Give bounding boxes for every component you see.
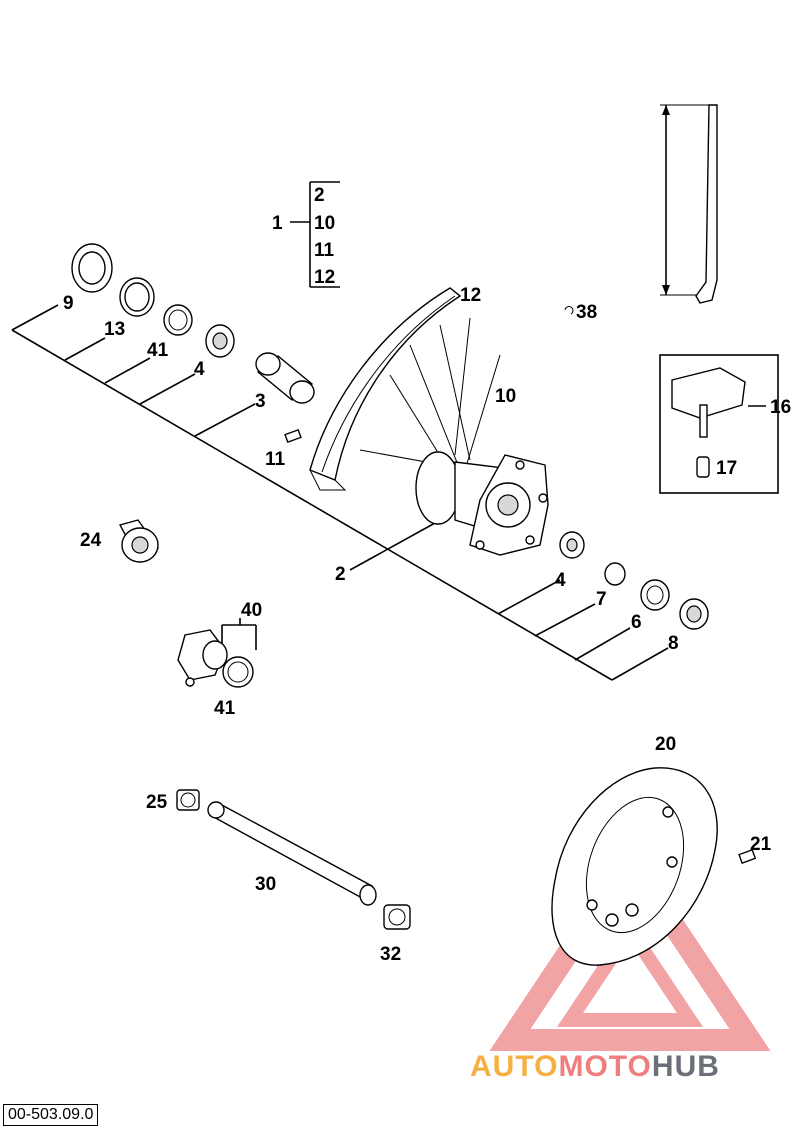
assembly-axis-line [11, 329, 613, 681]
label-group-12: 12 [314, 267, 335, 288]
label-11: 11 [265, 449, 286, 470]
rim-lock-16[interactable] [671, 367, 746, 438]
seal-6[interactable] [640, 579, 670, 611]
leader-lines [11, 104, 779, 681]
bearing-4-left[interactable] [205, 324, 235, 358]
label-7: 7 [596, 589, 607, 610]
label-41-bottom: 41 [214, 698, 236, 719]
spacer-sleeve-3[interactable] [255, 352, 315, 404]
label-group-2: 2 [314, 185, 325, 206]
label-12: 12 [460, 285, 481, 306]
seal-ring-9[interactable] [71, 243, 113, 293]
label-4-left: 4 [194, 359, 205, 380]
label-1: 1 [272, 213, 283, 234]
spoke-detail[interactable] [695, 104, 718, 304]
circlip-7[interactable] [604, 562, 626, 586]
label-9: 9 [63, 293, 74, 314]
label-group-11: 11 [314, 240, 335, 261]
axle-nut-32[interactable] [383, 904, 411, 930]
clip-38[interactable] [564, 306, 574, 315]
watermark-hub: HUB [651, 1050, 720, 1083]
hub-2[interactable] [415, 451, 549, 556]
bearing-4-right[interactable] [559, 531, 585, 559]
label-8: 8 [668, 633, 679, 654]
label-21: 21 [750, 834, 772, 855]
label-30: 30 [255, 874, 276, 895]
circlip-41-top[interactable] [163, 304, 193, 336]
watermark-auto: AUTO [470, 1050, 559, 1083]
label-10: 10 [495, 386, 516, 407]
label-3: 3 [255, 391, 266, 412]
watermark-text: AUTOMOTOHUB [470, 1050, 720, 1084]
label-20: 20 [655, 734, 676, 755]
circlip-41-bottom[interactable] [222, 656, 254, 688]
valve-cap-17[interactable] [696, 456, 710, 478]
callout-labels: 1 2 10 11 12 9 13 41 4 3 11 2 12 10 38 1… [63, 185, 791, 965]
bushing-24[interactable] [118, 519, 159, 564]
label-40: 40 [241, 600, 262, 621]
label-17: 17 [716, 458, 737, 479]
label-16: 16 [770, 397, 791, 418]
label-4-right: 4 [555, 570, 566, 591]
label-6: 6 [631, 612, 642, 633]
label-41-top: 41 [147, 340, 169, 361]
spoke-nipple-11[interactable] [284, 428, 302, 444]
disc-bolt-21[interactable] [738, 848, 757, 864]
nut-25[interactable] [176, 789, 200, 811]
label-group-10: 10 [314, 213, 335, 234]
label-32: 32 [380, 944, 401, 965]
speedo-drive-40[interactable] [177, 629, 228, 687]
label-24: 24 [80, 530, 102, 551]
axle-30[interactable] [207, 801, 377, 906]
bushing-8[interactable] [679, 598, 709, 630]
brake-disc-20[interactable] [551, 767, 718, 966]
label-38: 38 [576, 302, 597, 323]
label-2: 2 [335, 564, 346, 585]
o-ring-13[interactable] [119, 277, 155, 317]
rim-12[interactable] [309, 287, 462, 491]
document-id: 00-503.09.0 [3, 1104, 99, 1126]
watermark-moto: MOTO [558, 1050, 652, 1083]
label-13: 13 [104, 319, 125, 340]
label-25: 25 [146, 792, 168, 813]
